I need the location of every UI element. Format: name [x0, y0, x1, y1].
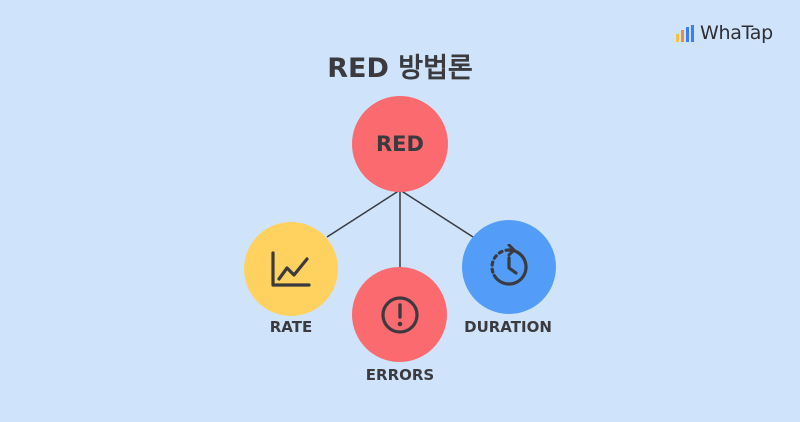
line-chart-icon	[271, 251, 311, 287]
duration-node	[462, 220, 556, 314]
errors-node	[352, 267, 447, 362]
diagram-title: RED 방법론	[327, 53, 473, 84]
clock-history-icon	[490, 244, 528, 286]
brand-name: WhaTap	[700, 22, 773, 44]
red-center-label: RED	[376, 132, 424, 156]
duration-label: DURATION	[464, 318, 552, 336]
bar-chart-logo-icon	[676, 24, 694, 42]
rate-node	[244, 222, 338, 316]
rate-label: RATE	[269, 318, 313, 336]
red-center-node: RED	[352, 96, 448, 192]
whatap-logo: WhaTap	[676, 22, 773, 44]
connector-duration	[399, 189, 474, 238]
exclamation-circle-icon	[380, 295, 419, 334]
connector-rate	[326, 189, 401, 238]
errors-label: ERRORS	[365, 366, 435, 384]
